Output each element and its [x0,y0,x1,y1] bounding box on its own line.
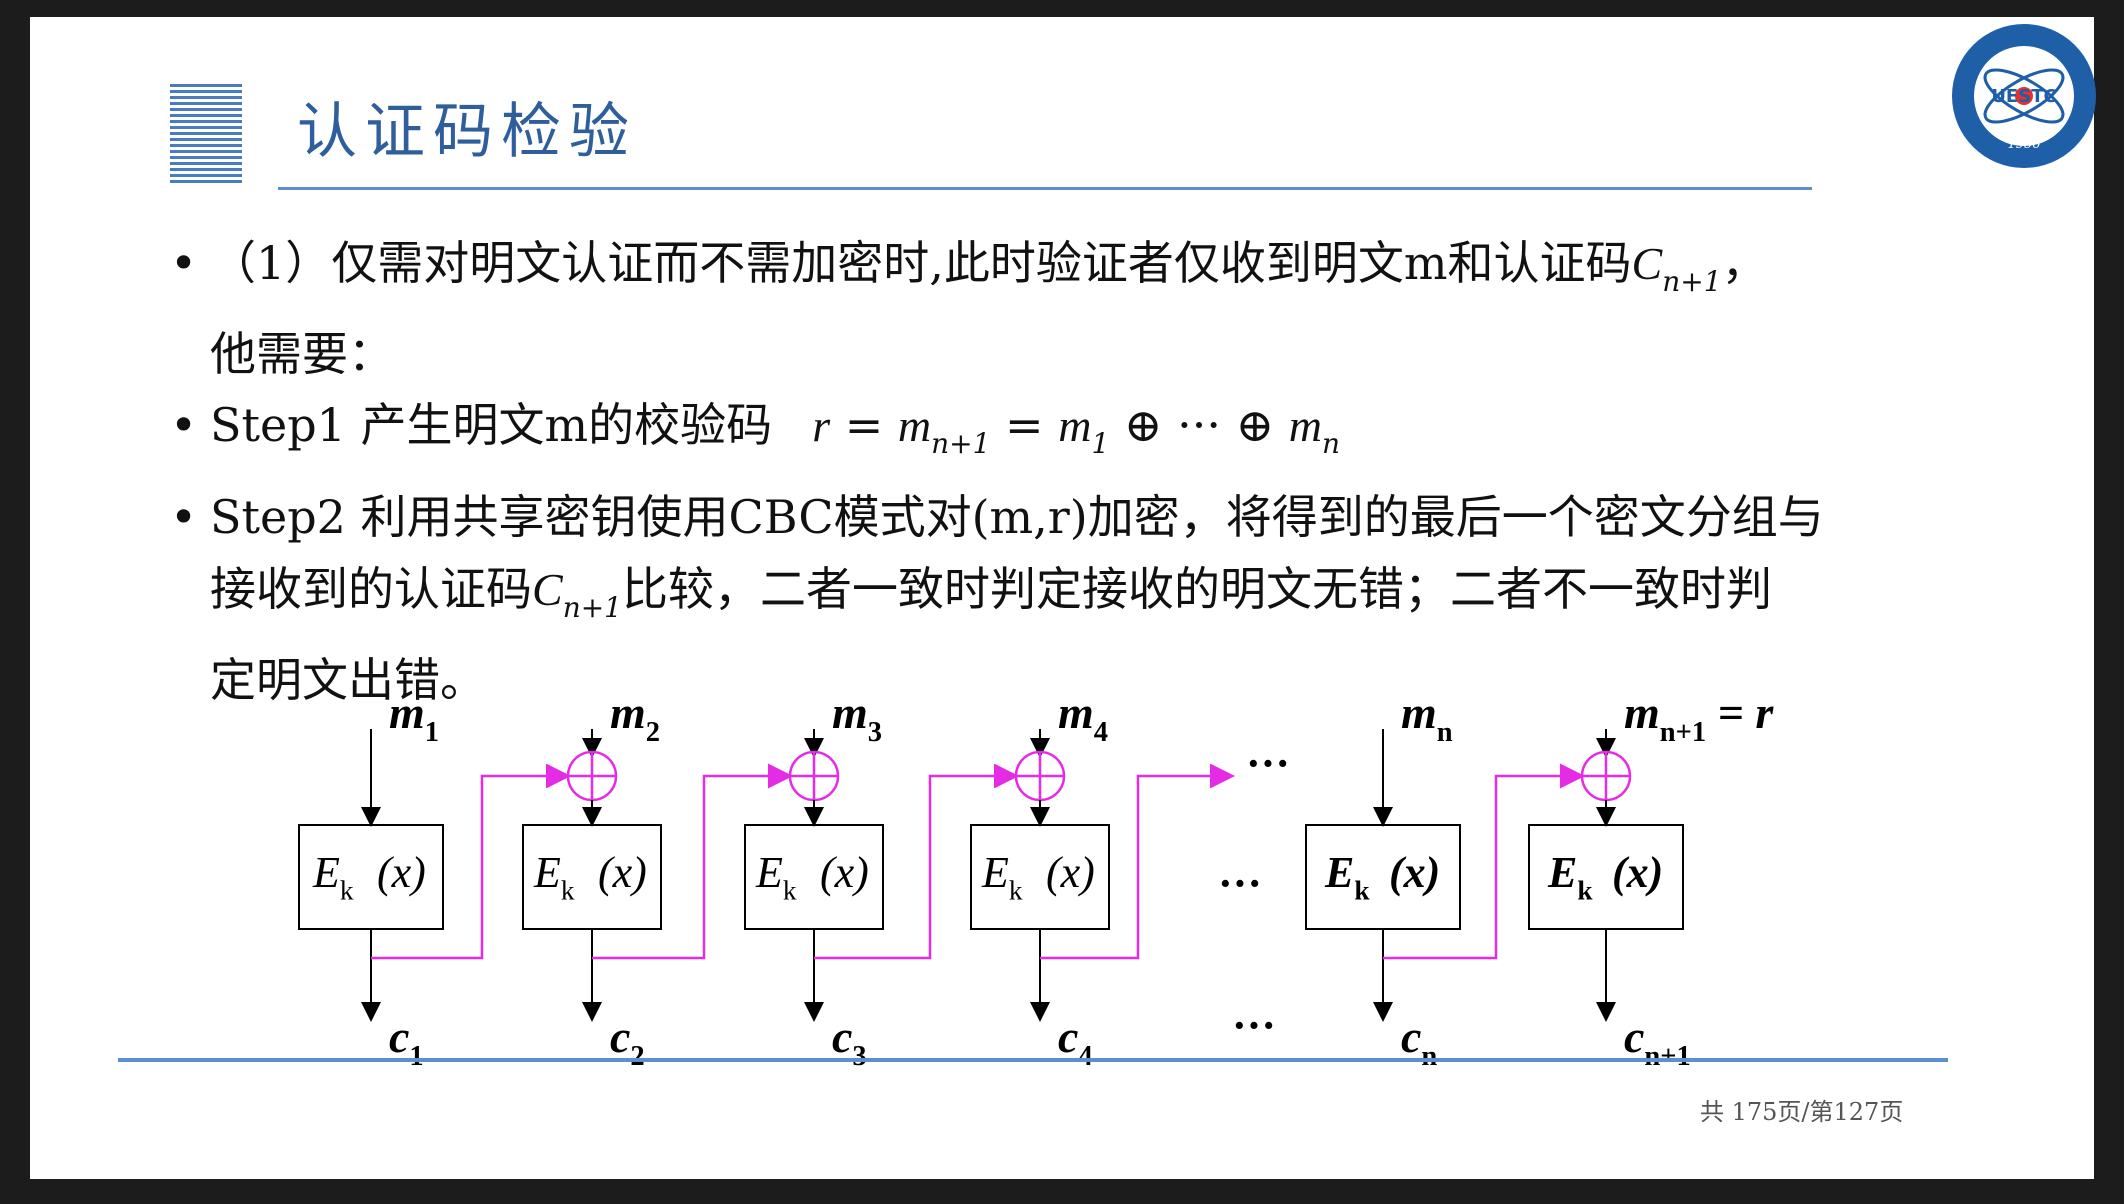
ellipsis: ··· [1218,859,1262,908]
plaintext-label: m1 [389,687,439,748]
encrypt-block-label: Ek [533,848,575,905]
encrypt-block-arg: (x) [598,848,647,897]
uestc-logo: UESTC 1956 [1952,24,2096,168]
ciphertext-label: cn+1 [1624,1011,1691,1072]
plaintext-label: m3 [832,687,882,748]
ciphertext-label: c1 [389,1011,424,1072]
encrypt-block-label: Ek [755,848,797,905]
encrypt-block-arg: (x) [1046,848,1095,897]
ciphertext-label: c3 [832,1011,867,1072]
plaintext-label: mn+1 = r [1624,687,1774,748]
encrypt-block [1305,824,1461,930]
chaining-path [371,763,571,960]
title-divider [278,187,1812,190]
ellipsis: ··· [1246,739,1290,788]
page-counter: 共 175页/第127页 [1700,1098,1904,1126]
logo-text: UESTC [1991,86,2056,107]
encrypt-block [970,824,1110,930]
logo-year: 1956 [2007,137,2040,152]
bullet-2-text: Step1 产生明文m的校验码 [210,398,773,452]
slide: 认证码检验 UESTC 1956 • （1）仅需对明文认证而不需加密时,此时验证… [30,17,2096,1179]
encrypt-block [522,824,662,930]
ciphertext-label: cn [1401,1011,1437,1072]
bullet-3-line-2: 接收到的认证码Cn+1比较，二者一致时判定接收的明文无错；二者不一致时判 [210,562,1772,624]
ciphertext-label: c2 [610,1011,645,1072]
bullet-3-line-1: Step2 利用共享密钥使用CBC模式对(m,r)加密，将得到的最后一个密文分组… [210,490,1824,544]
ciphertext-label: c4 [1058,1011,1093,1072]
bottom-divider [118,1058,1948,1062]
page-title: 认证码检验 [297,97,637,167]
encrypt-block-arg: (x) [1389,848,1440,897]
encrypt-block-arg: (x) [820,848,869,897]
chaining-path [592,763,793,960]
plaintext-label: mn [1401,687,1453,748]
plaintext-label: m2 [610,687,660,748]
encrypt-block-arg: (x) [1612,848,1663,897]
checksum-formula: r = mn+1 = m1 ⊕ ··· ⊕ mn [812,398,1341,460]
chaining-path [1040,763,1235,960]
plaintext-label: m4 [1058,687,1108,748]
ellipsis: ··· [1232,1001,1276,1050]
bullet-3-line-3: 定明文出错。 [210,653,486,707]
encrypt-block-label: Ek [1547,848,1593,905]
chaining-path [814,763,1019,960]
bullet-1-line-1: （1）仅需对明文认证而不需加密时,此时验证者仅收到明文m和认证码Cn+1， [210,236,1768,298]
encrypt-block-arg: (x) [377,848,426,897]
encrypt-block-label: Ek [312,848,354,905]
bullet-1-line-2: 他需要： [210,327,394,381]
encrypt-block [298,824,444,930]
encrypt-block [744,824,884,930]
title-stripes-icon [170,84,242,184]
chaining-path [1383,763,1585,960]
encrypt-block-label: Ek [1324,848,1370,905]
encrypt-block-label: Ek [981,848,1023,905]
